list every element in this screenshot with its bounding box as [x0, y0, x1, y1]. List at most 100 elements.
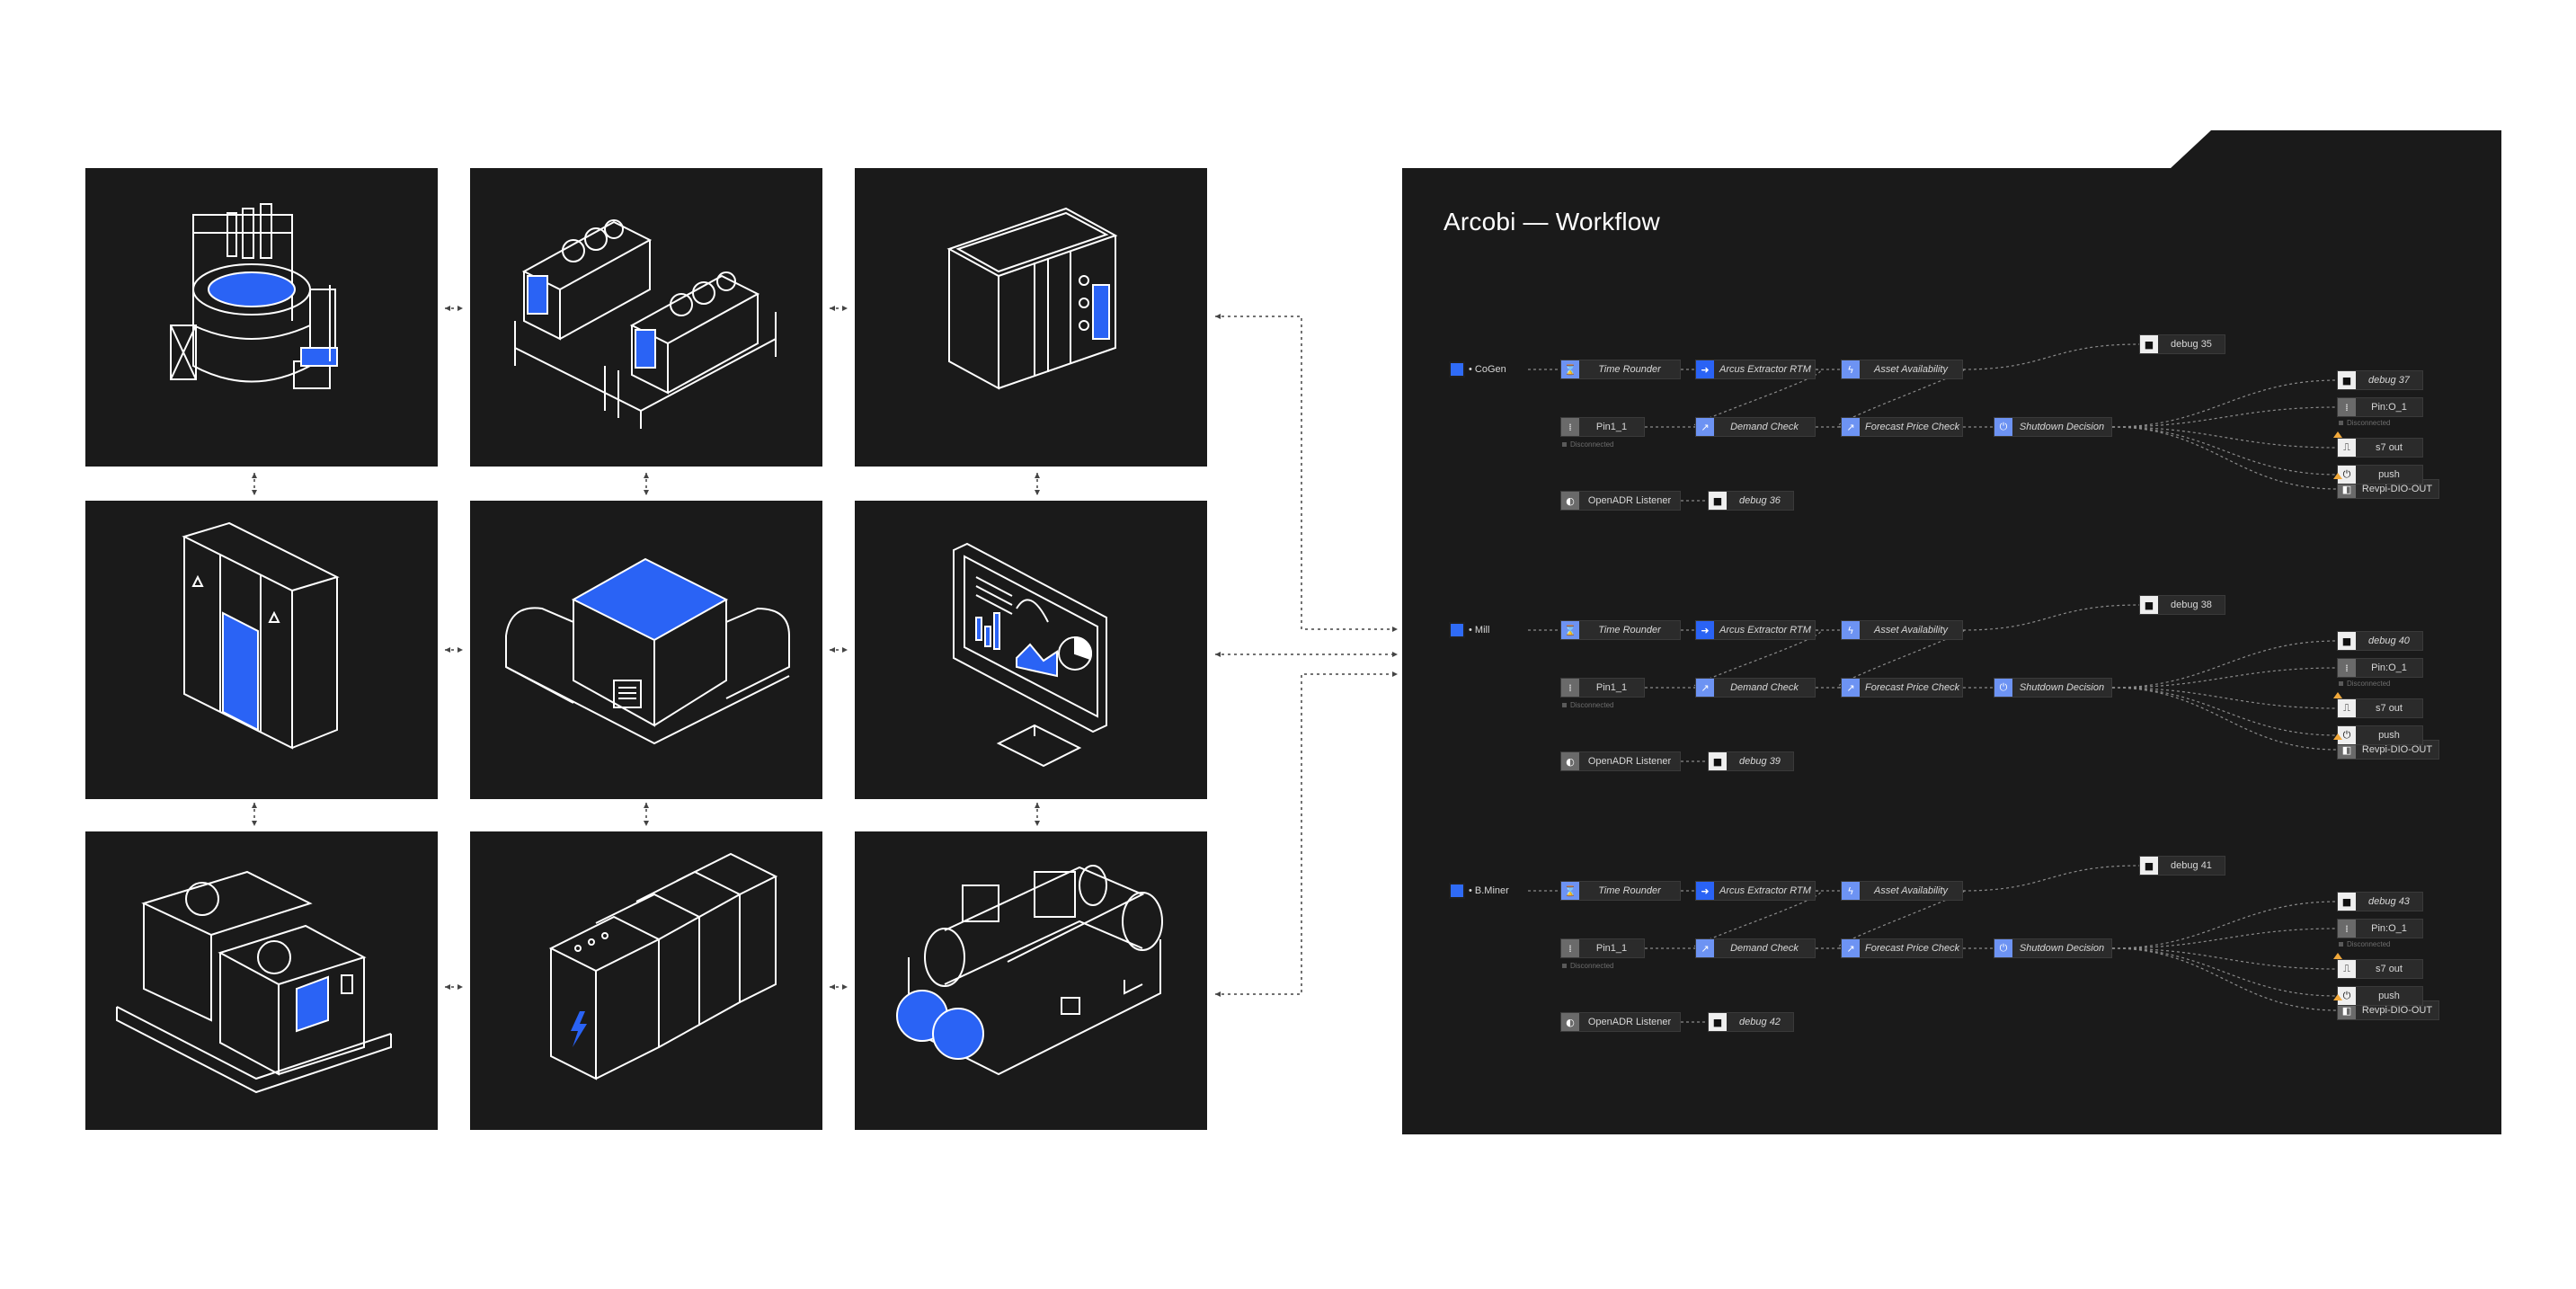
chiller-pump-icon	[896, 865, 1163, 1076]
node-pin-in[interactable]: ⁞Pin1_1	[1560, 678, 1645, 698]
node-openadr-listener[interactable]: ◐OpenADR Listener	[1560, 491, 1681, 511]
node-label: debug 41	[2171, 860, 2212, 871]
node-label: Arcus Extractor RTM	[1719, 625, 1811, 636]
debug-a-icon: ■	[2140, 857, 2158, 875]
node-label: Asset Availability	[1874, 885, 1948, 896]
time-rounder-icon: ⌛	[1561, 882, 1579, 900]
node-push[interactable]: ⏻push	[2337, 725, 2423, 745]
revpi-dio-out-icon: ◧	[2338, 1001, 2356, 1019]
machine-tile-monitoring-display[interactable]	[855, 501, 1207, 799]
node-demand-check[interactable]: ↗Demand Check	[1695, 678, 1816, 698]
machine-tile-server-rack[interactable]	[85, 501, 438, 799]
machine-tile-enclosure-cabinet[interactable]	[855, 168, 1207, 467]
node-openadr-listener[interactable]: ◐OpenADR Listener	[1560, 1012, 1681, 1032]
node-debug-c[interactable]: ■ debug 42	[1708, 1012, 1794, 1032]
warning-icon	[2333, 733, 2342, 740]
node-pin-out[interactable]: ⁞Pin:O_1	[2337, 397, 2423, 417]
wire	[2111, 947, 2338, 970]
node-debug-a[interactable]: ■ debug 41	[2139, 856, 2225, 876]
node-push[interactable]: ⏻push	[2337, 465, 2423, 484]
node-debug-a[interactable]: ■debug 35	[2139, 334, 2225, 354]
node-label: Asset Availability	[1874, 625, 1948, 636]
machine-tile-chiller-pump[interactable]	[855, 831, 1207, 1130]
arcus-extractor-icon: ➜	[1696, 621, 1714, 639]
node-pin-out[interactable]: ⁞Pin:O_1	[2337, 919, 2423, 938]
node-label: Pin:O_1	[2371, 402, 2407, 413]
flow-source-0[interactable]: • CoGen	[1449, 360, 1506, 379]
openadr-listener-icon: ◐	[1561, 752, 1579, 770]
node-shutdown-decision[interactable]: ⏻Shutdown Decision	[1994, 417, 2112, 437]
node-forecast-price-check[interactable]: ↗Forecast Price Check	[1841, 678, 1963, 698]
wire	[2111, 947, 2338, 997]
flow-source-1[interactable]: • Mill	[1449, 620, 1489, 640]
node-time-rounder[interactable]: ⌛Time Rounder	[1560, 620, 1681, 640]
node-label: s7 out	[2376, 442, 2403, 453]
node-debug-b[interactable]: ■debug 43	[2337, 892, 2423, 911]
node-debug-b[interactable]: ■debug 37	[2337, 370, 2423, 390]
node-demand-check[interactable]: ↗Demand Check	[1695, 417, 1816, 437]
node-debug-a[interactable]: ■debug 38	[2139, 595, 2225, 615]
node-debug-c[interactable]: ■debug 39	[1708, 751, 1794, 771]
node-label: Pin1_1	[1595, 422, 1628, 432]
debug-c-icon: ■	[1709, 1013, 1727, 1031]
node-s7-out[interactable]: ⎍s7 out	[2337, 698, 2423, 718]
inject-icon	[1449, 361, 1465, 378]
wire	[2111, 426, 2338, 449]
machine-tile-cooling-skid[interactable]	[470, 168, 822, 467]
node-forecast-price-check[interactable]: ↗Forecast Price Check	[1841, 938, 1963, 958]
node-arcus-extractor[interactable]: ➜ Arcus Extractor RTM	[1695, 620, 1816, 640]
node-label: push	[2378, 730, 2400, 741]
node-time-rounder[interactable]: ⌛Time Rounder	[1560, 881, 1681, 901]
forecast-price-check-icon: ↗	[1842, 939, 1860, 957]
node-demand-check[interactable]: ↗Demand Check	[1695, 938, 1816, 958]
node-debug-c[interactable]: ■debug 36	[1708, 491, 1794, 511]
machine-tile-hvac-unit[interactable]	[85, 831, 438, 1130]
node-forecast-price-check[interactable]: ↗Forecast Price Check	[1841, 417, 1963, 437]
demand-check-icon: ↗	[1696, 939, 1714, 957]
machine-tile-battery-bank[interactable]	[470, 831, 822, 1130]
node-status: Disconnected	[1562, 701, 1613, 709]
node-label: debug 40	[2368, 636, 2410, 646]
shutdown-decision-icon: ⏻	[1994, 939, 2012, 957]
node-debug-b[interactable]: ■debug 40	[2337, 631, 2423, 651]
node-shutdown-decision[interactable]: ⏻Shutdown Decision	[1994, 938, 2112, 958]
node-pin-out[interactable]: ⁞Pin:O_1	[2337, 658, 2423, 678]
push-icon: ⏻	[2338, 987, 2356, 1005]
pin-out-icon: ⁞	[2338, 920, 2356, 938]
node-pin-in[interactable]: ⁞Pin1_1	[1560, 417, 1645, 437]
wire	[1962, 865, 2140, 892]
node-s7-out[interactable]: ⎍s7 out	[2337, 438, 2423, 458]
node-label: Forecast Price Check	[1865, 422, 1960, 432]
openadr-listener-icon: ◐	[1561, 492, 1579, 510]
node-shutdown-decision[interactable]: ⏻Shutdown Decision	[1994, 678, 2112, 698]
pin-out-icon: ⁞	[2338, 659, 2356, 677]
revpi-dio-out-icon: ◧	[2338, 480, 2356, 498]
wire	[2111, 379, 2338, 428]
node-label: Asset Availability	[1874, 364, 1948, 375]
workflow-panel: Arcobi — Workflow • CoGen⌛Time Rounder➜A…	[1402, 130, 2501, 1134]
node-arcus-extractor[interactable]: ➜Arcus Extractor RTM	[1695, 360, 1816, 379]
machine-tile-reactor-vessel[interactable]	[85, 168, 438, 467]
node-label: Demand Check	[1730, 682, 1799, 693]
node-openadr-listener[interactable]: ◐OpenADR Listener	[1560, 751, 1681, 771]
wire	[1837, 629, 1965, 689]
node-s7-out[interactable]: ⎍s7 out	[2337, 959, 2423, 979]
wire	[2111, 901, 2338, 949]
machine-tile-generator-module[interactable]	[470, 501, 822, 799]
debug-a-icon: ■	[2140, 335, 2158, 353]
flow-source-2[interactable]: • B.Miner	[1449, 881, 1509, 901]
node-time-rounder[interactable]: ⌛Time Rounder	[1560, 360, 1681, 379]
demand-check-icon: ↗	[1696, 418, 1714, 436]
flow-source-label: • B.Miner	[1469, 885, 1509, 896]
node-push[interactable]: ⏻push	[2337, 986, 2423, 1006]
shutdown-decision-icon: ⏻	[1994, 418, 2012, 436]
node-arcus-extractor[interactable]: ➜Arcus Extractor RTM	[1695, 881, 1816, 901]
openadr-listener-icon: ◐	[1561, 1013, 1579, 1031]
node-label: debug 42	[1739, 1017, 1781, 1027]
node-status: Disconnected	[1562, 962, 1613, 970]
forecast-price-check-icon: ↗	[1842, 679, 1860, 697]
node-pin-in[interactable]: ⁞Pin1_1	[1560, 938, 1645, 958]
